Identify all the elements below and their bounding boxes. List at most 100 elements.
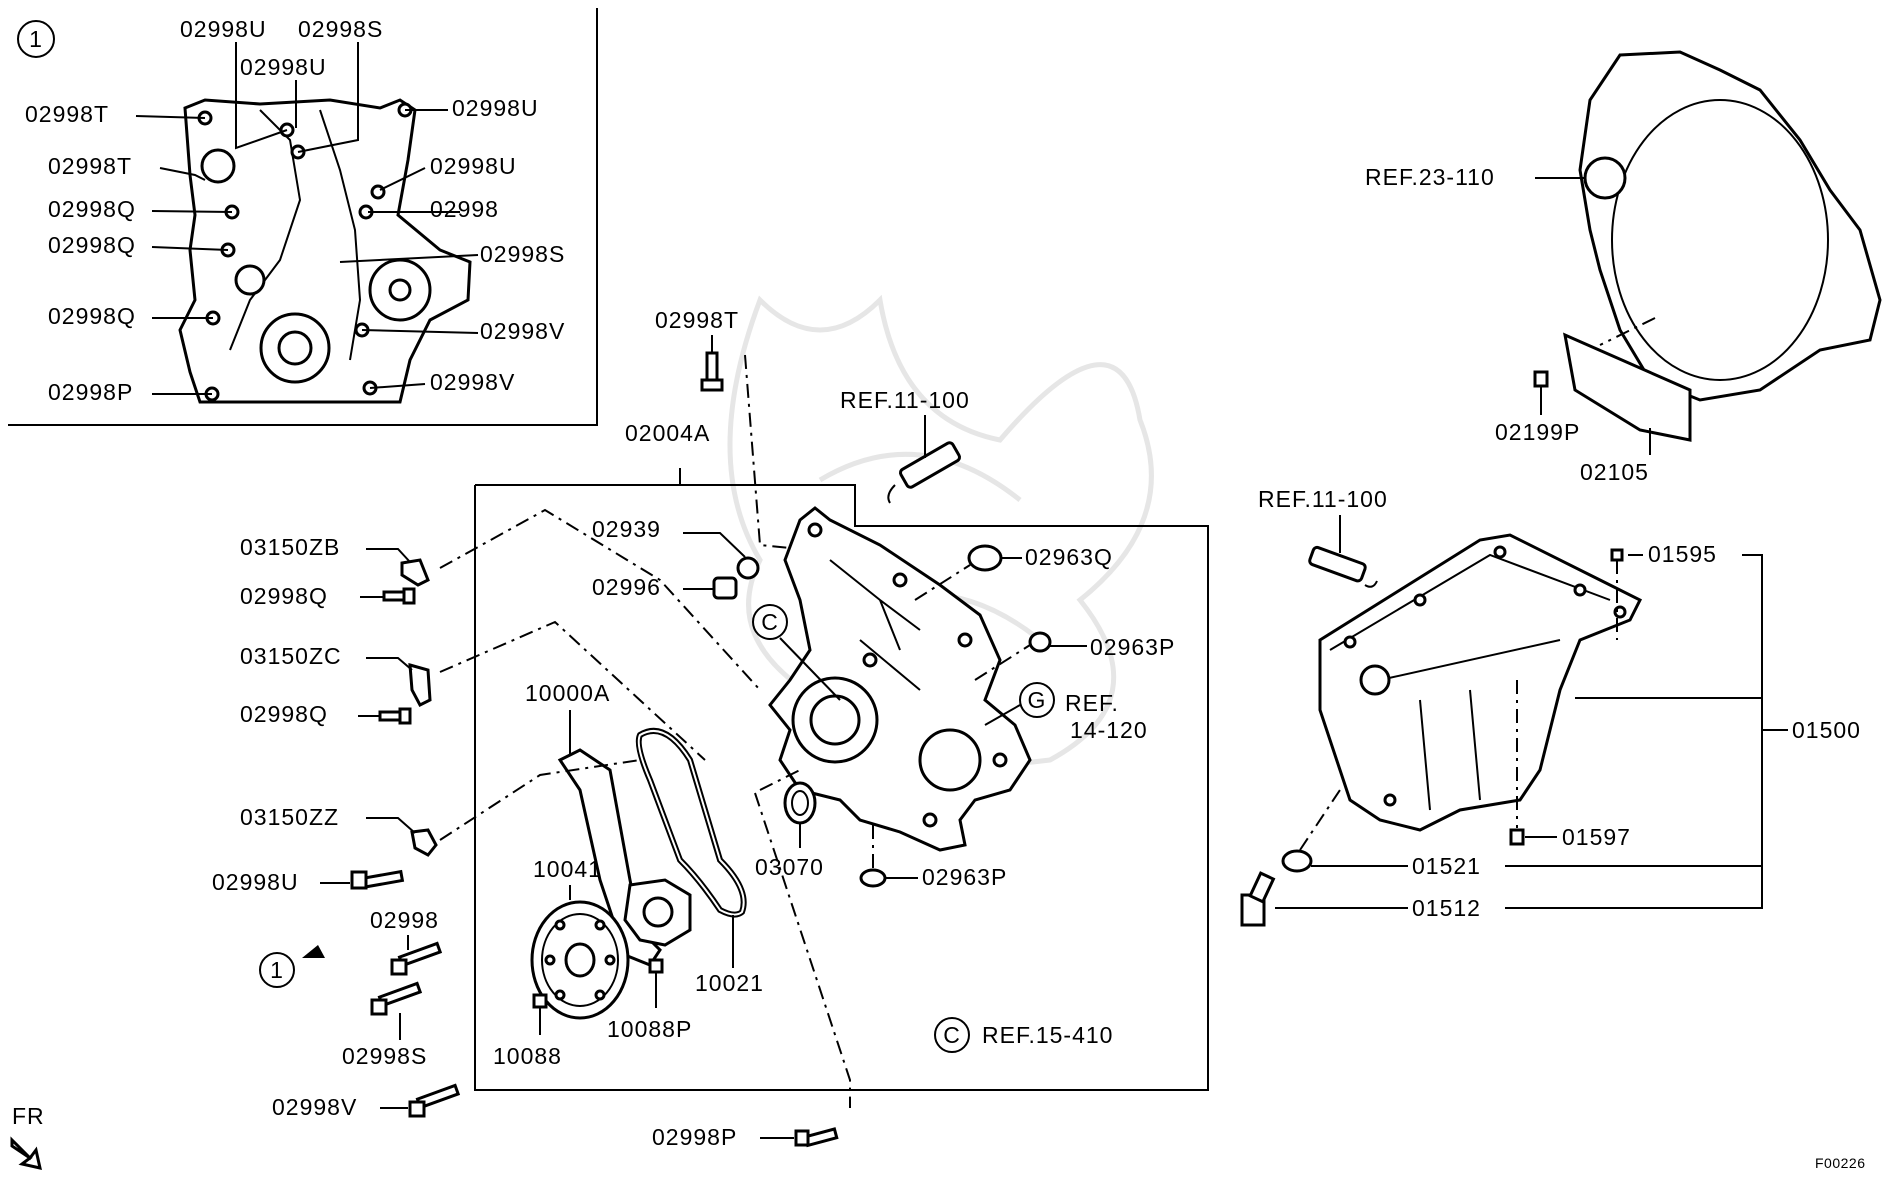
- callout-marker: [259, 952, 295, 988]
- assembly-frame: [474, 484, 1209, 1091]
- bolt-02998T: [700, 351, 724, 392]
- left-parts: 03150ZB 02998Q 03150ZC 02998Q 03150ZZ 02…: [10, 534, 839, 1170]
- pan-flange-holes: [1343, 545, 1627, 807]
- plug-02996: [712, 576, 738, 600]
- bolt-02998Q-a: [382, 587, 416, 605]
- label-03150ZC: 03150ZC: [240, 643, 342, 669]
- label-01521: 01521: [1412, 853, 1481, 879]
- label-i-02998V-a: 02998V: [480, 318, 565, 344]
- label-i-02998U-c: 02998U: [452, 95, 539, 121]
- label-10041: 10041: [533, 856, 602, 882]
- bracket-03150ZC: [408, 662, 432, 707]
- diagram-id: F00226: [1815, 1155, 1865, 1171]
- label-02963Q: 02963Q: [1025, 544, 1113, 570]
- label-02004A: 02004A: [625, 420, 710, 446]
- water-pump-10041: [623, 878, 692, 947]
- label-10088P: 10088P: [607, 1016, 692, 1042]
- label-03150ZB: 03150ZB: [240, 534, 340, 560]
- seal-03070: [783, 781, 817, 825]
- inset-timing-case: [178, 98, 472, 404]
- fr-arrow: [10, 1136, 42, 1170]
- bolt-01597: [1509, 828, 1525, 846]
- label-i-02998T-b: 02998T: [48, 153, 132, 179]
- label-i-02998U-a: 02998U: [180, 16, 267, 42]
- label-02998V: 02998V: [272, 1094, 357, 1120]
- label-01512: 01512: [1412, 895, 1481, 921]
- bolt-10088: [532, 993, 548, 1009]
- label-ref-11-100-a: REF.11-100: [840, 387, 970, 413]
- bolt-02199P: [1533, 370, 1549, 388]
- fr-label: FR: [12, 1103, 45, 1129]
- oring-02963Q: [967, 544, 1003, 572]
- label-01595: 01595: [1648, 541, 1717, 567]
- cover-bolt-holes: [807, 522, 1008, 828]
- label-i-02998Q-b: 02998Q: [48, 232, 136, 258]
- marker-g: [1019, 682, 1055, 718]
- label-02998: 02998: [370, 907, 439, 933]
- label-ref-14-120-b: 14-120: [1070, 717, 1148, 743]
- label-i-02998S-b: 02998S: [480, 241, 565, 267]
- oring-02939: [736, 556, 760, 580]
- bolt-02998Q-b: [378, 707, 412, 725]
- label-ref-11-100-b: REF.11-100: [1258, 486, 1388, 512]
- label-i-02998Q-a: 02998Q: [48, 196, 136, 222]
- callout-marker-label: 1: [270, 957, 284, 983]
- label-10021: 10021: [695, 970, 764, 996]
- label-03070: 03070: [755, 854, 824, 880]
- label-ref-15-410: REF.15-410: [982, 1022, 1113, 1048]
- oring-02963P-b: [859, 868, 887, 888]
- label-02996: 02996: [592, 574, 661, 600]
- label-01597: 01597: [1562, 824, 1631, 850]
- label-i-02998U-d: 02998U: [430, 153, 517, 179]
- label-03150ZZ: 03150ZZ: [240, 804, 339, 830]
- pulley: [530, 900, 630, 1020]
- label-02998U: 02998U: [212, 869, 299, 895]
- oil-pump-housing: [918, 728, 982, 792]
- bolt-01595: [1610, 548, 1624, 562]
- label-i-02998V-b: 02998V: [430, 369, 515, 395]
- bolt-02998U: [350, 869, 405, 890]
- bracket-03150ZB: [400, 558, 430, 587]
- marker-c-cover-label: C: [761, 609, 779, 635]
- sealant-tube-b: [1308, 545, 1378, 588]
- label-i-02998Q-c: 02998Q: [48, 303, 136, 329]
- oring-02963P-a: [1028, 631, 1052, 653]
- label-02998P: 02998P: [652, 1124, 737, 1150]
- marker-c-ref-label: C: [943, 1022, 961, 1048]
- bolt-10088P: [648, 958, 664, 974]
- label-02998Q-b: 02998Q: [240, 701, 328, 727]
- label-ref-23-110: REF.23-110: [1365, 164, 1495, 190]
- callout-arrow: [302, 945, 325, 958]
- inset-bolt-holes: [197, 102, 413, 402]
- transmission-housing: [1578, 50, 1882, 402]
- label-02963P-b: 02963P: [922, 864, 1007, 890]
- label-02998S: 02998S: [342, 1043, 427, 1069]
- inset-marker-label: 1: [29, 26, 43, 52]
- inset-panel: 1: [8, 8, 598, 426]
- inset-idler: [234, 264, 266, 296]
- inset-leaders: [135, 42, 479, 395]
- bolt-02998V: [408, 1083, 461, 1118]
- bracket-03150ZZ: [410, 828, 438, 857]
- label-02998Q-a: 02998Q: [240, 583, 328, 609]
- bolt-02998P: [794, 1127, 839, 1148]
- label-i-02998U-b: 02998U: [240, 54, 327, 80]
- label-01500: 01500: [1792, 717, 1861, 743]
- marker-c-cover: [752, 604, 788, 640]
- marker-c-ref: [934, 1017, 970, 1053]
- label-i-02998P: 02998P: [48, 379, 133, 405]
- label-i-02998: 02998: [430, 196, 499, 222]
- label-02105: 02105: [1580, 459, 1649, 485]
- plate-02105: [1563, 332, 1692, 442]
- drain-plug-01512: [1240, 871, 1276, 927]
- bolt-02998: [390, 941, 443, 976]
- label-i-02998T-a: 02998T: [25, 101, 109, 127]
- label-i-02998S-a: 02998S: [298, 16, 383, 42]
- label-02998T: 02998T: [655, 307, 739, 333]
- label-02963P-a: 02963P: [1090, 634, 1175, 660]
- gasket-01521: [1281, 849, 1313, 873]
- inset-frame: [8, 8, 598, 426]
- marker-g-label: G: [1028, 687, 1047, 713]
